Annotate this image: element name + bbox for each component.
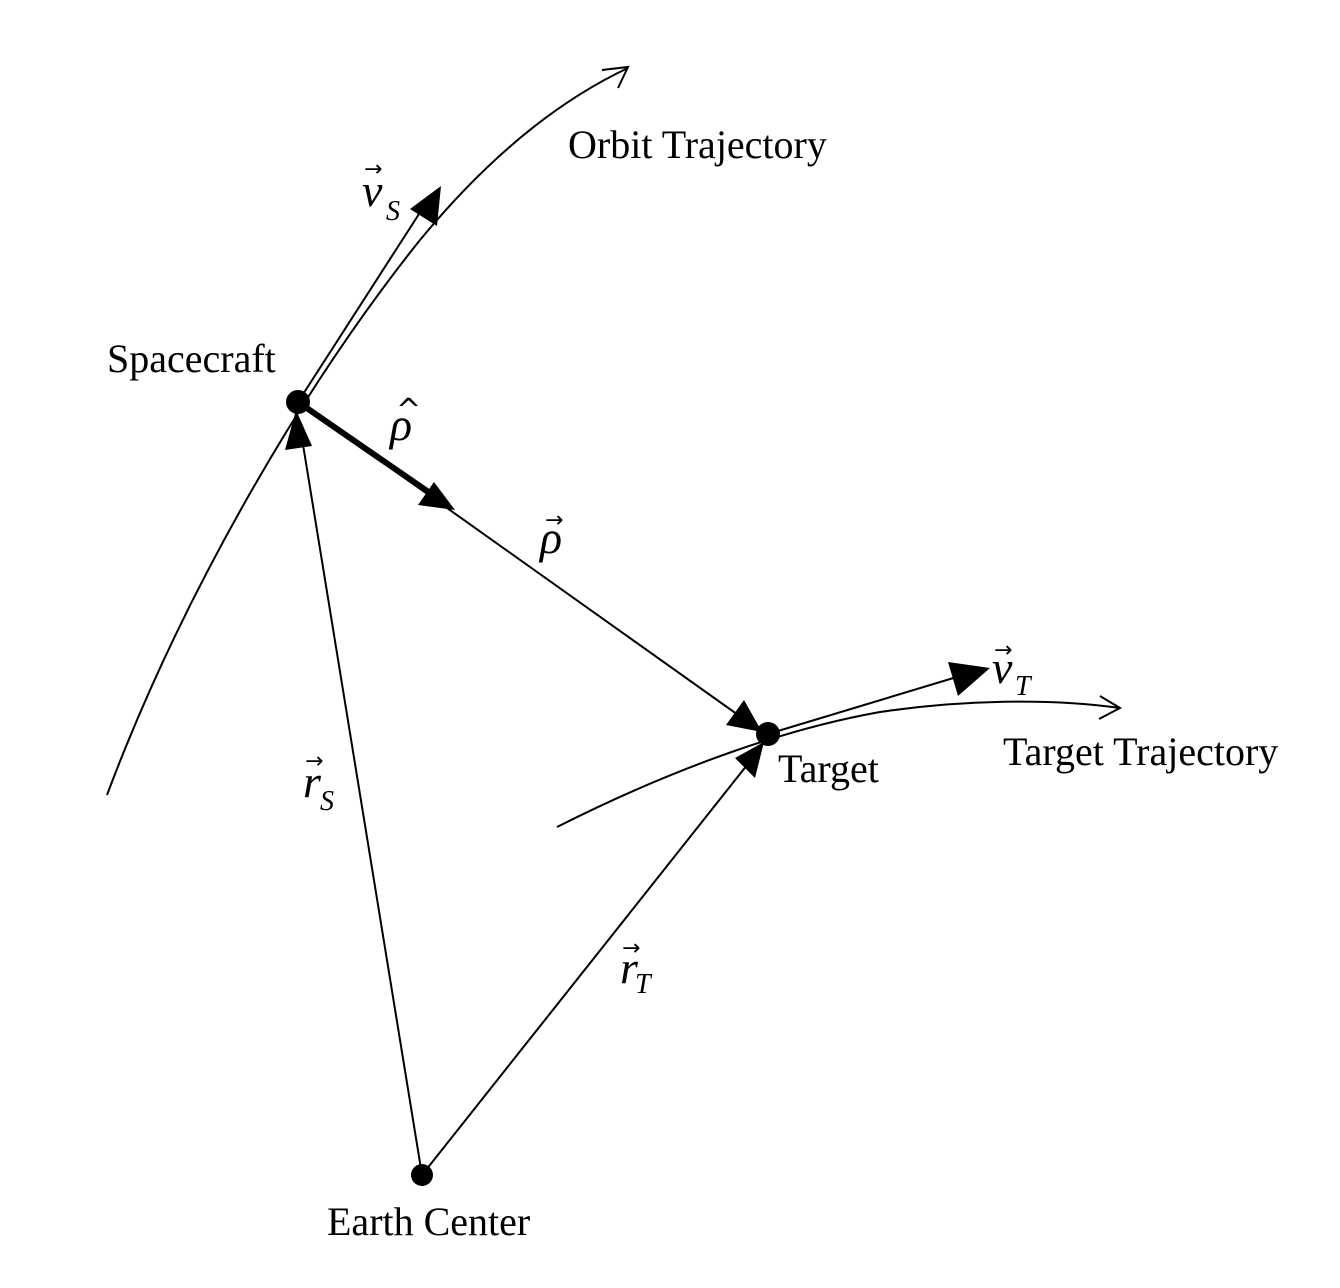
v-t-arrowhead bbox=[948, 662, 990, 696]
orbit-trajectory-curve bbox=[106, 67, 629, 796]
r-s-arrowhead bbox=[285, 410, 312, 450]
rho-vector-symbol: → ρ bbox=[538, 508, 563, 563]
target-trajectory-curve bbox=[556, 700, 1121, 828]
svg-text:→: → bbox=[305, 749, 323, 774]
svg-text:v: v bbox=[362, 165, 383, 216]
v-s-arrowhead bbox=[410, 186, 441, 226]
target-label: Target bbox=[778, 746, 879, 791]
rho-hat-arrowhead bbox=[418, 482, 455, 510]
svg-text:S: S bbox=[320, 786, 334, 817]
svg-text:→: → bbox=[622, 936, 640, 961]
spacecraft-label: Spacecraft bbox=[107, 336, 276, 381]
svg-text:r: r bbox=[620, 942, 639, 993]
v-s-vector-line bbox=[297, 199, 429, 403]
earth-center-point bbox=[411, 1164, 433, 1186]
svg-text:^: ^ bbox=[396, 393, 421, 428]
rho-arrowhead bbox=[726, 700, 762, 732]
svg-text:→: → bbox=[545, 508, 563, 533]
target-point bbox=[756, 722, 780, 746]
target-trajectory-label: Target Trajectory bbox=[1003, 729, 1278, 774]
svg-text:T: T bbox=[1015, 671, 1033, 702]
target-trajectory-arrowhead bbox=[1098, 695, 1123, 720]
svg-text:S: S bbox=[386, 196, 400, 227]
rho-hat-symbol: ^ ρ bbox=[388, 393, 421, 450]
svg-text:ρ: ρ bbox=[388, 399, 412, 450]
spacecraft-point bbox=[286, 390, 310, 414]
orbit-trajectory-label: Orbit Trajectory bbox=[568, 122, 827, 167]
r-t-arrowhead bbox=[735, 742, 764, 778]
rho-hat-vector-line bbox=[296, 399, 442, 503]
v-t-vector-line bbox=[767, 672, 971, 735]
svg-text:T: T bbox=[635, 969, 653, 1000]
svg-text:→: → bbox=[364, 157, 382, 182]
r-s-symbol: → r S bbox=[303, 749, 334, 817]
v-s-symbol: → v S bbox=[362, 157, 400, 227]
svg-text:r: r bbox=[303, 756, 322, 807]
earth-center-label: Earth Center bbox=[327, 1199, 530, 1244]
svg-text:v: v bbox=[992, 642, 1013, 693]
svg-text:ρ: ρ bbox=[538, 512, 562, 563]
svg-text:→: → bbox=[994, 638, 1012, 663]
v-t-symbol: → v T bbox=[992, 638, 1033, 702]
r-t-symbol: → r T bbox=[620, 936, 653, 1000]
r-t-vector-line bbox=[421, 754, 756, 1176]
orbit-trajectory-arrowhead bbox=[601, 65, 630, 89]
r-s-vector-line bbox=[298, 419, 423, 1176]
